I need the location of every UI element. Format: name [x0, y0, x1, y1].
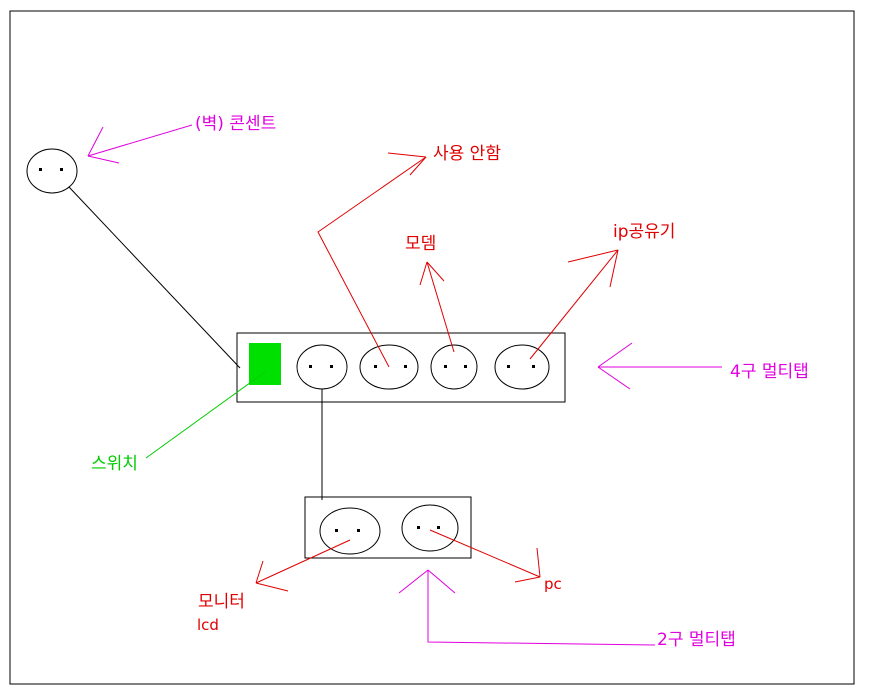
arrow-strip2	[398, 569, 656, 646]
strip4-socket-1	[296, 344, 348, 390]
label-switch: 스위치	[91, 454, 138, 474]
arrow-monitor	[255, 539, 351, 592]
cord-wall-to-strip4	[68, 186, 241, 369]
label-monitor: 모니터	[198, 592, 245, 612]
strip4-socket-4	[494, 344, 550, 390]
label-strip4: 4구 멀티탭	[730, 362, 809, 382]
power-strip-2	[304, 496, 472, 559]
diagram-frame	[9, 10, 855, 685]
switch-pointer-line	[145, 371, 266, 459]
label-modem: 모뎀	[405, 234, 436, 254]
label-wall-outlet: (벽) 콘센트	[195, 114, 276, 134]
arrow-wall-outlet	[87, 124, 193, 164]
label-pc: pc	[544, 575, 562, 593]
label-unused: 사용 안함	[433, 144, 501, 164]
label-strip2: 2구 멀티탭	[657, 630, 736, 650]
arrow-pc	[429, 529, 541, 583]
arrow-ip-router	[529, 249, 619, 360]
arrow-unused	[317, 152, 427, 368]
switch-button	[249, 343, 281, 385]
arrow-strip4	[597, 342, 722, 390]
strip4-socket-3	[430, 344, 478, 390]
power-strip-4	[236, 332, 566, 403]
label-lcd: lcd	[197, 616, 219, 634]
label-ip-router: ip공유기	[613, 222, 675, 242]
strip2-socket-1	[319, 507, 381, 555]
arrow-modem	[419, 261, 455, 353]
strip4-socket-2	[359, 344, 419, 390]
strip2-socket-2	[401, 504, 459, 552]
wall-outlet	[26, 148, 78, 194]
